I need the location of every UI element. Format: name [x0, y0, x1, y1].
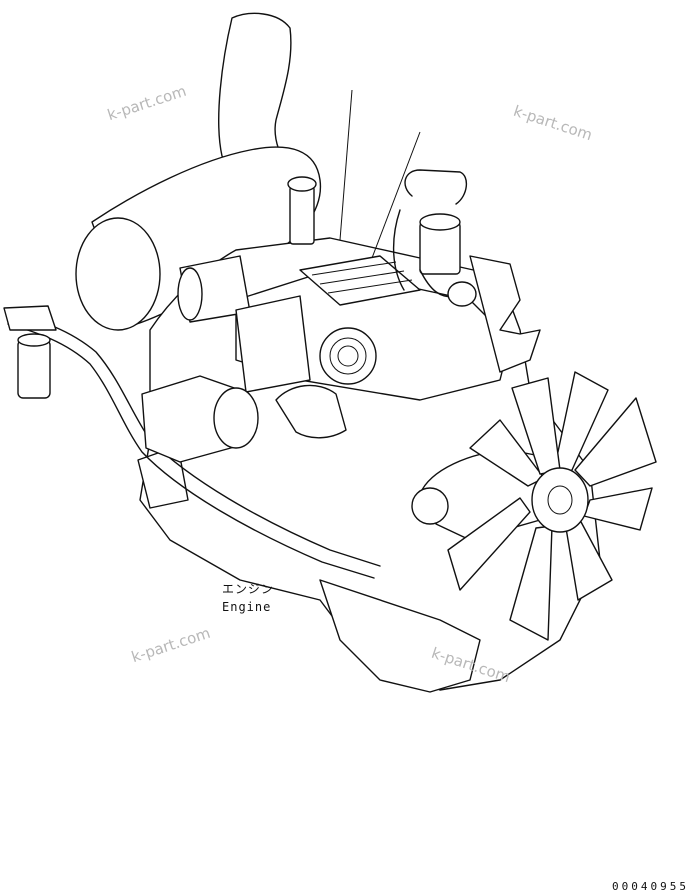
bracket-right — [469, 255, 541, 373]
alternator-pulley — [447, 281, 477, 307]
intake-housing — [235, 295, 311, 393]
fan-hub — [531, 467, 589, 533]
leader-line-1 — [339, 89, 353, 241]
fuel-line-inner — [7, 323, 375, 579]
oil-filler-cap — [287, 176, 317, 192]
engine-label-jp: エンジン — [222, 582, 275, 596]
fuel-line-outer — [7, 311, 381, 567]
cooling-fan — [447, 371, 657, 641]
air-cleaner-end-cap — [75, 217, 161, 331]
drawing-code: 00040955 — [612, 880, 689, 893]
crank-pulley — [411, 487, 449, 525]
turbo-inlet — [177, 267, 203, 321]
oil-pan — [319, 579, 481, 693]
leader-line-2 — [371, 131, 421, 259]
oil-filler-tube — [289, 185, 315, 245]
fuel-filter — [17, 339, 51, 399]
pipe-elbow — [275, 384, 347, 439]
engine-label-en: Engine — [222, 600, 272, 614]
fuel-line-bracket — [3, 305, 57, 331]
intake-port — [319, 327, 377, 385]
